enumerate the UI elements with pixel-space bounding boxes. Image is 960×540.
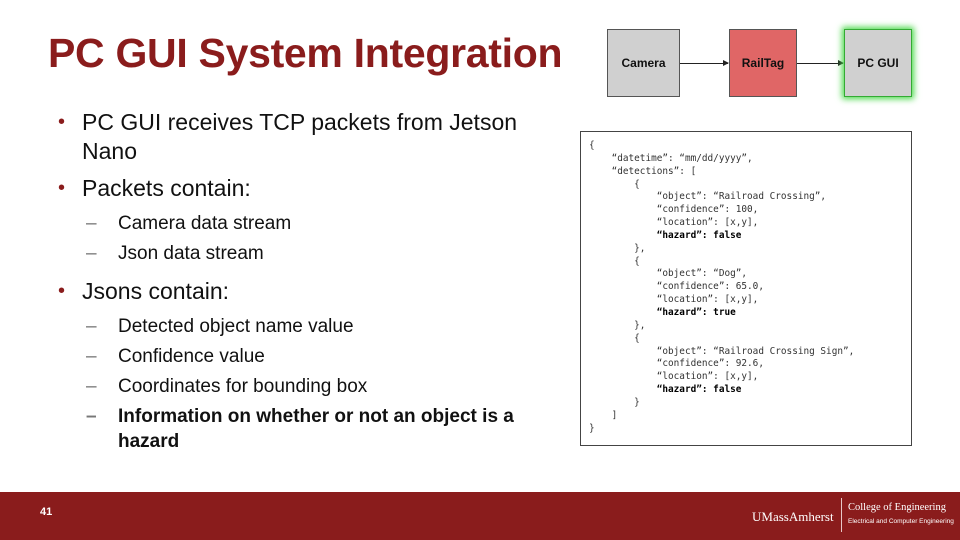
bullet-jsons-contain: Jsons contain: <box>58 277 578 306</box>
code-line: { <box>589 332 640 344</box>
sub-bullet-hazard-info: –Information on whether or not an object… <box>86 406 514 452</box>
code-line: } <box>589 422 595 434</box>
code-line: ] <box>589 409 618 421</box>
code-line: “confidence”: 65.0, <box>589 281 764 293</box>
code-line: { <box>589 255 640 267</box>
code-line: “hazard”: false <box>589 229 742 241</box>
dash-marker: – <box>86 376 97 397</box>
dash-marker: – <box>86 213 97 234</box>
footer-bar: 41 UMassAmherst College of Engineering E… <box>0 492 960 540</box>
code-line: { <box>589 140 595 151</box>
code-line: “location”: [x,y], <box>589 371 759 383</box>
slide-title: PC GUI System Integration <box>48 30 563 76</box>
bullet-tcp-packets: PC GUI receives TCP packets from Jetson … <box>58 108 578 166</box>
code-line: “hazard”: true <box>589 306 736 318</box>
code-line: }, <box>589 319 646 331</box>
railtag-to-pcgui-arrow <box>797 60 844 66</box>
dash-marker: – <box>86 316 97 337</box>
code-line: “detections”: [ <box>589 165 697 177</box>
code-line: “datetime”: “mm/dd/yyyy”, <box>589 152 753 164</box>
page-number: 41 <box>40 506 53 518</box>
sub-bullet-coordinates: –Coordinates for bounding box <box>86 376 368 397</box>
bullet-packets-contain: Packets contain: <box>58 174 578 203</box>
sub-bullet-object-name: –Detected object name value <box>86 316 354 337</box>
bullet-list: PC GUI receives TCP packets from Jetson … <box>58 108 578 459</box>
sub-bullet-confidence: –Confidence value <box>86 346 265 367</box>
code-line: { <box>589 178 640 190</box>
sub-bullet-camera-stream: –Camera data stream <box>86 213 292 234</box>
code-line: } <box>589 396 640 408</box>
umass-logo: UMassAmherst <box>752 509 834 524</box>
railtag-box: RailTag <box>729 29 797 97</box>
code-line: “location”: [x,y], <box>589 217 759 229</box>
code-line: “confidence”: 100, <box>589 204 759 216</box>
json-code-box: { “datetime”: “mm/dd/yyyy”, “detections”… <box>580 131 912 446</box>
pcgui-box: PC GUI <box>844 29 912 97</box>
dash-marker: – <box>86 243 97 264</box>
department-name: Electrical and Computer Engineering <box>848 518 954 525</box>
dash-marker: – <box>86 346 97 367</box>
dash-marker: – <box>86 406 97 427</box>
logo-divider <box>841 498 842 532</box>
code-line: “location”: [x,y], <box>589 294 759 306</box>
sub-bullet-json-stream: –Json data stream <box>86 243 264 264</box>
code-line: }, <box>589 242 646 254</box>
camera-to-railtag-arrow <box>680 60 729 66</box>
code-line: “hazard”: false <box>589 384 742 396</box>
code-line: “object”: “Dog”, <box>589 268 748 280</box>
code-line: “object”: “Railroad Crossing”, <box>589 191 827 203</box>
code-line: “confidence”: 92.6, <box>589 358 764 370</box>
code-line: “object”: “Railroad Crossing Sign”, <box>589 345 855 357</box>
camera-box: Camera <box>607 29 680 97</box>
college-name: College of Engineering <box>848 502 946 513</box>
